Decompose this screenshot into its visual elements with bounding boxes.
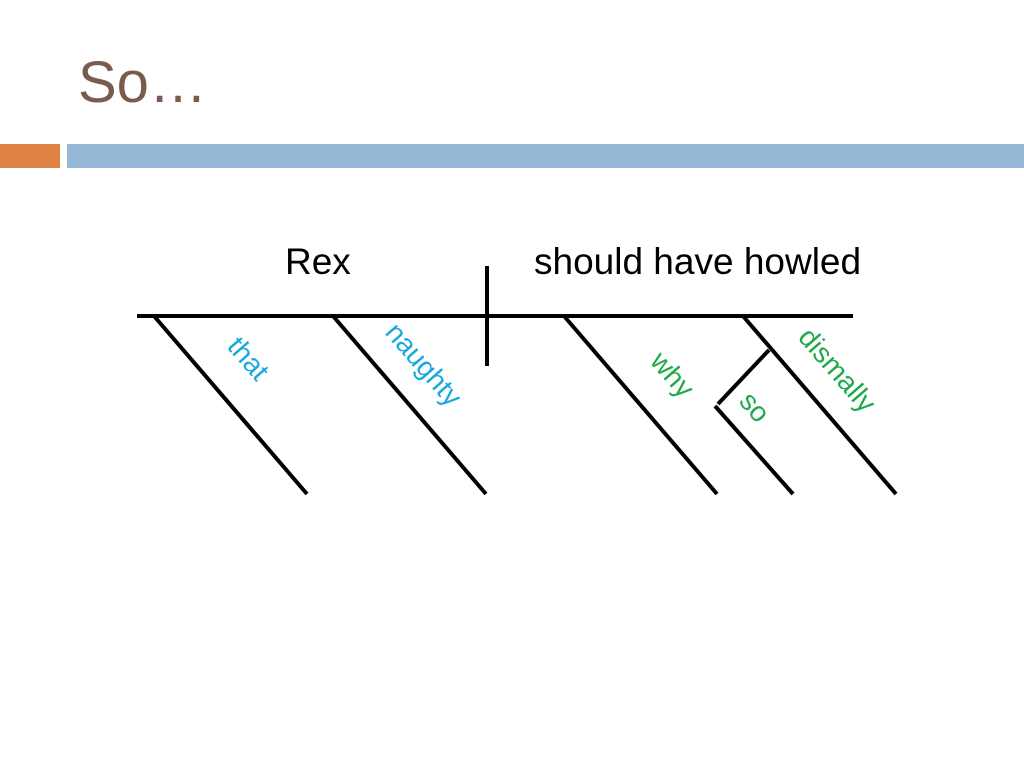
slant-that	[152, 314, 309, 496]
accent-bar-orange	[0, 144, 60, 168]
slant-naughty	[331, 314, 488, 496]
modifier-naughty: naughty	[379, 317, 468, 413]
slant-dismally	[741, 314, 898, 496]
subject-word: Rex	[285, 241, 351, 282]
modifier-so: so	[733, 386, 776, 429]
slant-so	[713, 404, 795, 496]
modifier-why: why	[644, 345, 701, 404]
slide-title: So…	[78, 50, 207, 115]
slant-why	[562, 314, 719, 496]
predicate-word: should have howled	[534, 241, 861, 282]
accent-bar-blue	[67, 144, 1024, 168]
modifier-that: that	[221, 331, 275, 387]
modifier-dismally: dismally	[792, 322, 882, 419]
connector-so	[716, 348, 771, 406]
